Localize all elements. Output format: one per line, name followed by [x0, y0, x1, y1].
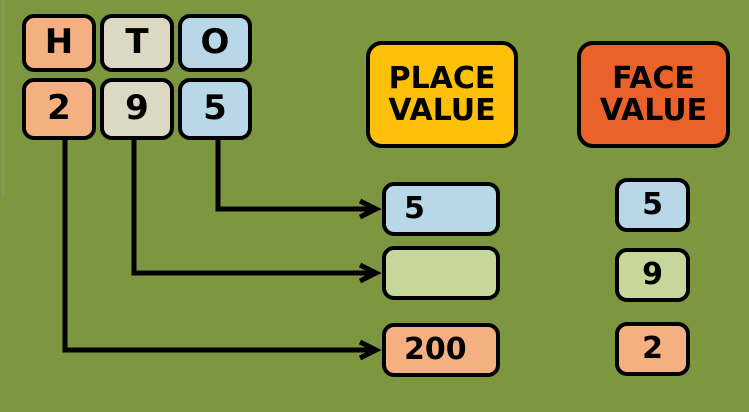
face-value-ones-label: 5	[642, 187, 663, 223]
place-header-tens-label: T	[125, 22, 149, 63]
digit-tens-label: 9	[125, 88, 149, 129]
face-value-tens-label: 9	[642, 257, 663, 293]
connector-hundreds-arrowhead	[358, 339, 382, 361]
digit-ones: 5	[178, 78, 252, 140]
digit-hundreds-label: 2	[47, 88, 71, 129]
place-value-box-ones: 5	[382, 182, 500, 236]
place-value-hundreds-label: 200	[404, 332, 467, 368]
face-value-title: FACE VALUE	[577, 41, 730, 148]
face-value-hundreds-label: 2	[642, 331, 663, 367]
face-value-title-line2: VALUE	[599, 92, 708, 128]
place-value-box-tens[interactable]	[382, 246, 500, 300]
face-value-box-tens: 9	[615, 248, 690, 302]
digit-tens: 9	[100, 78, 174, 140]
place-value-box-hundreds: 200	[382, 323, 500, 377]
place-header-ones-label: O	[200, 22, 230, 63]
connector-ones-arrowhead	[358, 198, 382, 220]
place-header-ones: O	[178, 14, 252, 72]
place-header-tens: T	[100, 14, 174, 72]
digit-ones-label: 5	[203, 88, 227, 129]
place-header-hundreds: H	[22, 14, 96, 72]
connector-tens	[131, 140, 372, 276]
face-value-box-ones: 5	[615, 178, 690, 232]
place-value-title-line1: PLACE	[388, 61, 496, 96]
left-edge-artifact	[2, 0, 4, 196]
digit-hundreds: 2	[22, 78, 96, 140]
place-value-ones-label: 5	[404, 191, 425, 227]
connector-tens-arrowhead	[358, 262, 382, 284]
face-value-box-hundreds: 2	[615, 322, 690, 376]
face-value-title-line1: FACE	[612, 61, 695, 96]
connector-hundreds	[62, 140, 372, 353]
connector-ones	[215, 140, 372, 212]
place-header-hundreds-label: H	[44, 22, 74, 63]
place-value-title: PLACE VALUE	[366, 41, 518, 148]
place-value-title-line2: VALUE	[388, 92, 496, 128]
